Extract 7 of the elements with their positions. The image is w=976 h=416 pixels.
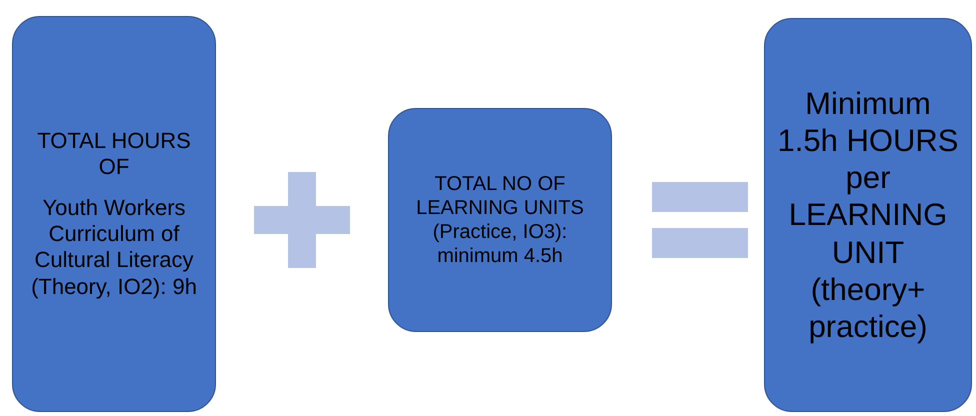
rounded-box bbox=[388, 108, 612, 332]
box-text: TOTAL NO OF LEARNING UNITS (Practice, IO3): minimum 4.5h bbox=[415, 172, 585, 268]
box-text: Minimum 1.5h HOURS per LEARNING UNIT (theory+ practice) bbox=[776, 84, 960, 346]
rounded-box bbox=[764, 18, 972, 412]
rounded-box bbox=[12, 16, 216, 412]
box-text: Youth Workers Curriculum of Cultural Literacy (Theory, IO2): 9h bbox=[30, 194, 198, 300]
box-heading: TOTAL HOURS OF bbox=[36, 128, 192, 181]
